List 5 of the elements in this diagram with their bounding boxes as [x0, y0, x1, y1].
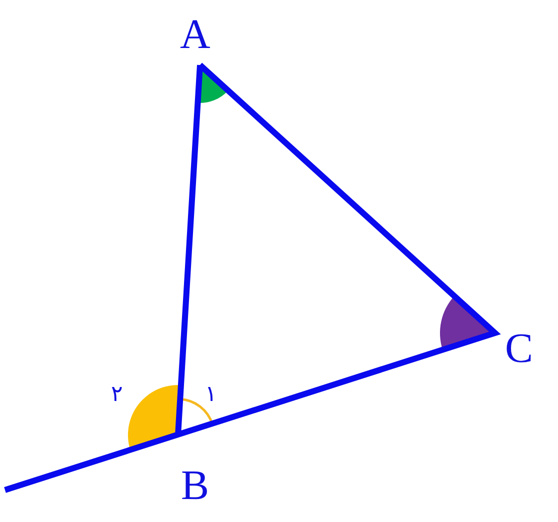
vertex-label: B	[181, 465, 210, 507]
angle-number: ۱	[205, 384, 217, 406]
vertex-label: C	[505, 328, 534, 370]
angle-number: ۲	[111, 384, 123, 406]
vertex-label: A	[180, 14, 210, 56]
